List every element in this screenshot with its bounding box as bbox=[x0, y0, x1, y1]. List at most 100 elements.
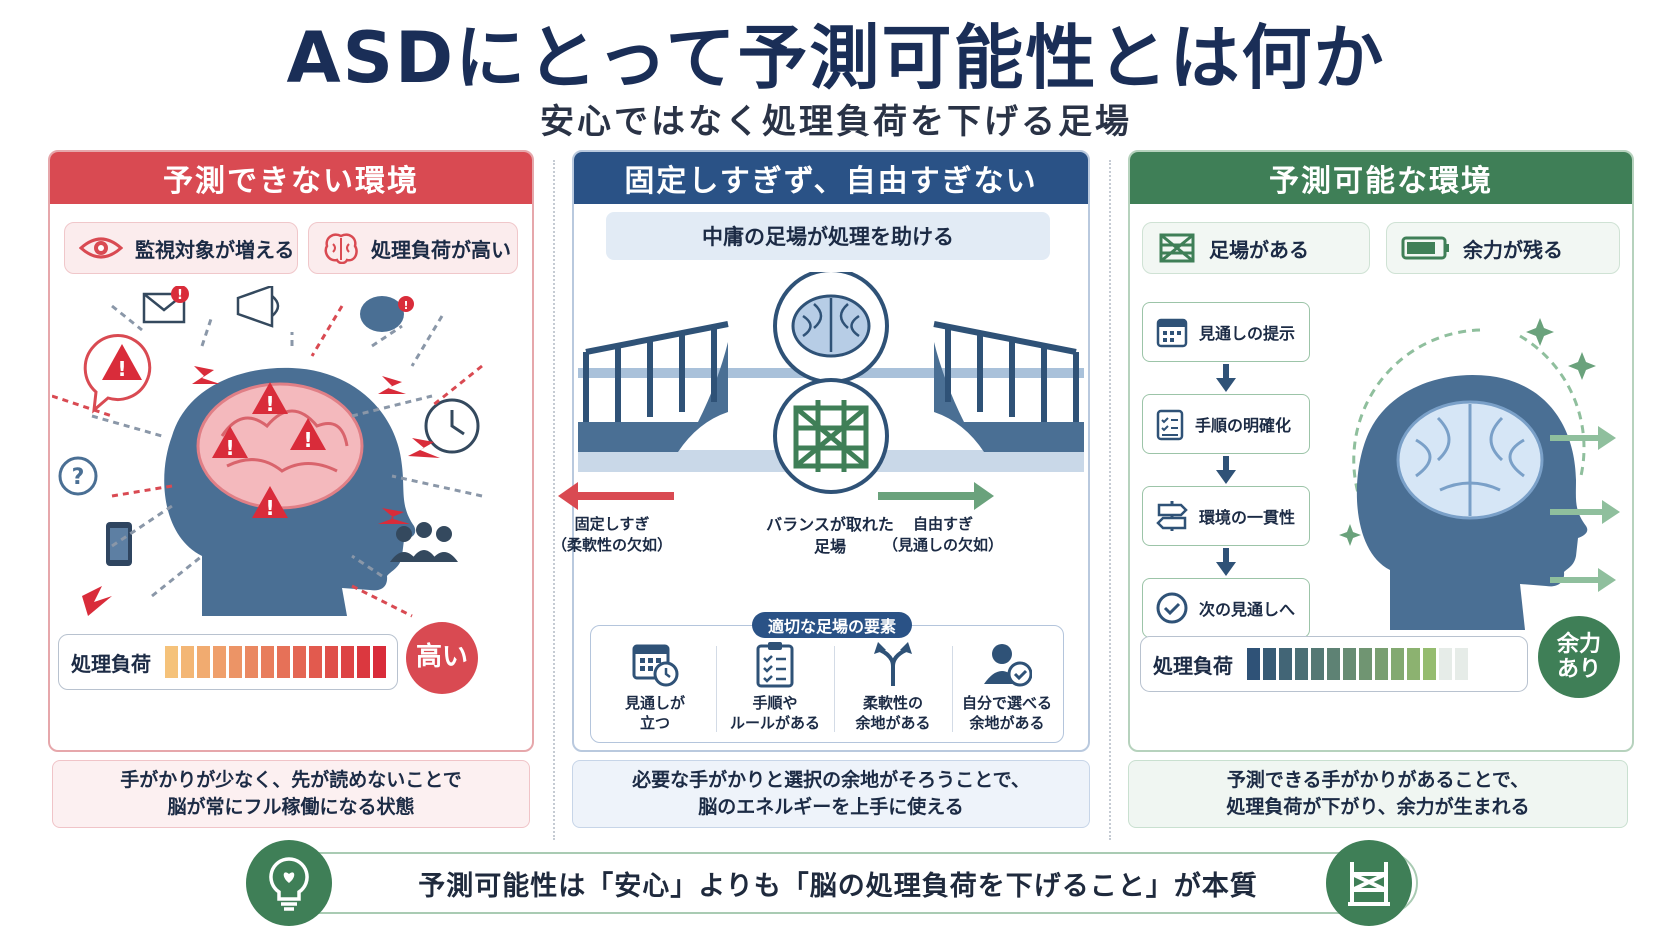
svg-text:!: ! bbox=[117, 357, 126, 381]
load-meter-cells bbox=[165, 646, 386, 678]
load-meter-label: 処理負荷 bbox=[1153, 653, 1233, 678]
load-meter-cell bbox=[245, 646, 258, 678]
load-meter-cell bbox=[181, 646, 194, 678]
overloaded-head-illustration: !!!! ! ! ! ? bbox=[52, 286, 483, 618]
lightning-icon bbox=[82, 366, 440, 616]
crowd-icon bbox=[390, 522, 458, 562]
panel-balanced-header: 固定しすぎず、自由すぎない bbox=[574, 152, 1088, 204]
megaphone-icon bbox=[236, 286, 280, 328]
down-arrow-icon bbox=[1216, 364, 1236, 392]
scaffold-icon bbox=[1159, 233, 1195, 263]
eye-icon bbox=[79, 237, 123, 259]
element-separator bbox=[952, 646, 953, 732]
chip-monitoring: 監視対象が増える bbox=[64, 222, 298, 274]
element-label: 見通しが bbox=[624, 694, 685, 712]
svg-text:!: ! bbox=[403, 299, 408, 312]
brain-icon bbox=[1396, 400, 1544, 520]
caption-unpredictable: 手がかりが少なく、先が読めないことで 脳が常にフル稼働になる状態 bbox=[52, 760, 530, 828]
load-meter-cell bbox=[1375, 648, 1388, 680]
label-line: （柔軟性の欠如） bbox=[552, 536, 673, 554]
load-meter-cell bbox=[1311, 648, 1324, 680]
load-meter-cell bbox=[373, 646, 386, 678]
down-arrow-icon bbox=[1216, 456, 1236, 484]
calm-head-illustration bbox=[1339, 318, 1596, 630]
badge-line: 余力 bbox=[1556, 631, 1601, 657]
load-meter-cell bbox=[1359, 648, 1372, 680]
load-meter-cell bbox=[229, 646, 242, 678]
step-label: 手順の明確化 bbox=[1195, 416, 1292, 435]
element-label: 余地がある bbox=[855, 713, 931, 732]
chip-monitoring-label: 監視対象が増える bbox=[135, 237, 295, 262]
signpost-icon bbox=[1156, 501, 1188, 531]
checklist-icon bbox=[1156, 409, 1184, 441]
scaffold-banner: 中庸の足場が処理を助ける bbox=[606, 212, 1050, 260]
user-check-icon bbox=[984, 644, 1032, 687]
brain-icon bbox=[324, 233, 358, 264]
footer-scaffold-circle bbox=[1326, 840, 1412, 926]
high-badge: 高い bbox=[406, 622, 478, 694]
right-green-arrow bbox=[878, 482, 994, 510]
load-meter-cell bbox=[261, 646, 274, 678]
load-meter-cells bbox=[1247, 648, 1468, 680]
caption-line: 予測できる手がかりがあることで、 bbox=[1226, 769, 1530, 792]
caption-balanced: 必要な手がかりと選択の余地がそろうことで、 脳のエネルギーを上手に使える bbox=[572, 760, 1090, 828]
svg-text:!: ! bbox=[177, 288, 183, 303]
label-too-free: 自由すぎ （見通しの欠如） bbox=[878, 514, 1008, 556]
label-balanced: バランスが取れた 足場 bbox=[740, 514, 920, 559]
calendar-icon bbox=[1156, 318, 1188, 348]
question-icon: ? bbox=[58, 456, 98, 496]
element-foresight: 見通しが立つ bbox=[596, 640, 714, 740]
step-procedure: 手順の明確化 bbox=[1142, 394, 1310, 454]
element-label: 柔軟性の bbox=[862, 694, 923, 712]
small-brain-icon: ! bbox=[360, 296, 414, 332]
scaffold-icon bbox=[1348, 862, 1390, 906]
divider-left bbox=[553, 160, 555, 840]
footer-banner: 予測可能性は「安心」よりも「脳の処理負荷を下げること」が本質 bbox=[258, 852, 1418, 914]
load-meter-label: 処理負荷 bbox=[71, 651, 151, 676]
outflow-arrows bbox=[1550, 426, 1620, 592]
element-rules: 手順やルールがある bbox=[716, 640, 834, 740]
load-meter-cell bbox=[1391, 648, 1404, 680]
load-meter-cell bbox=[309, 646, 322, 678]
load-meter-cell bbox=[1439, 648, 1452, 680]
branch-arrows-icon bbox=[874, 642, 912, 686]
elements-title: 適切な足場の要素 bbox=[752, 612, 912, 638]
caption-line: 脳のエネルギーを上手に使える bbox=[698, 796, 964, 818]
step-consistency: 環境の一貫性 bbox=[1142, 486, 1310, 546]
clock-icon bbox=[424, 398, 480, 454]
load-meter-cell bbox=[325, 646, 338, 678]
load-meter-cell bbox=[1247, 648, 1260, 680]
svg-text:!: ! bbox=[225, 436, 234, 460]
check-circle-icon bbox=[1156, 592, 1188, 624]
footer-bulb-circle bbox=[246, 840, 332, 926]
step-next: 次の見通しへ bbox=[1142, 578, 1310, 638]
chip-scaffold-label: 足場がある bbox=[1209, 237, 1309, 262]
svg-text:!: ! bbox=[303, 428, 312, 452]
label-line: 足場 bbox=[813, 537, 846, 557]
load-meter-cell bbox=[277, 646, 290, 678]
bridge-illustration bbox=[578, 272, 1084, 494]
load-meter-cell bbox=[357, 646, 370, 678]
load-meter-cell bbox=[165, 646, 178, 678]
load-meter-cell bbox=[293, 646, 306, 678]
caption-line: 手がかりが少なく、先が読めないことで bbox=[120, 769, 462, 792]
caption-predictable: 予測できる手がかりがあることで、 処理負荷が下がり、余力が生まれる bbox=[1128, 760, 1628, 828]
chip-high-load: 処理負荷が高い bbox=[308, 222, 518, 274]
calendar-clock-icon bbox=[632, 644, 679, 687]
page-title: ASDにとって予測可能性とは何か bbox=[286, 17, 1386, 99]
warning-icon bbox=[212, 382, 326, 518]
caption-line: 処理負荷が下がり、余力が生まれる bbox=[1226, 796, 1530, 818]
alert-bubble-icon: ! bbox=[83, 334, 152, 414]
element-label: 自分で選べる bbox=[961, 694, 1052, 712]
load-meter-cell bbox=[1343, 648, 1356, 680]
load-meter-high: 処理負荷 bbox=[58, 634, 398, 690]
mail-icon: ! bbox=[142, 286, 189, 324]
load-meter-cell bbox=[1455, 648, 1468, 680]
load-meter-cell bbox=[1263, 648, 1276, 680]
svg-text:!: ! bbox=[265, 496, 274, 520]
element-choice: 自分で選べる余地がある bbox=[948, 640, 1066, 740]
caption-line: 脳が常にフル稼働になる状態 bbox=[167, 796, 415, 818]
load-meter-cell bbox=[1327, 648, 1340, 680]
element-label: 手順や bbox=[752, 694, 798, 712]
svg-text:?: ? bbox=[72, 465, 85, 490]
